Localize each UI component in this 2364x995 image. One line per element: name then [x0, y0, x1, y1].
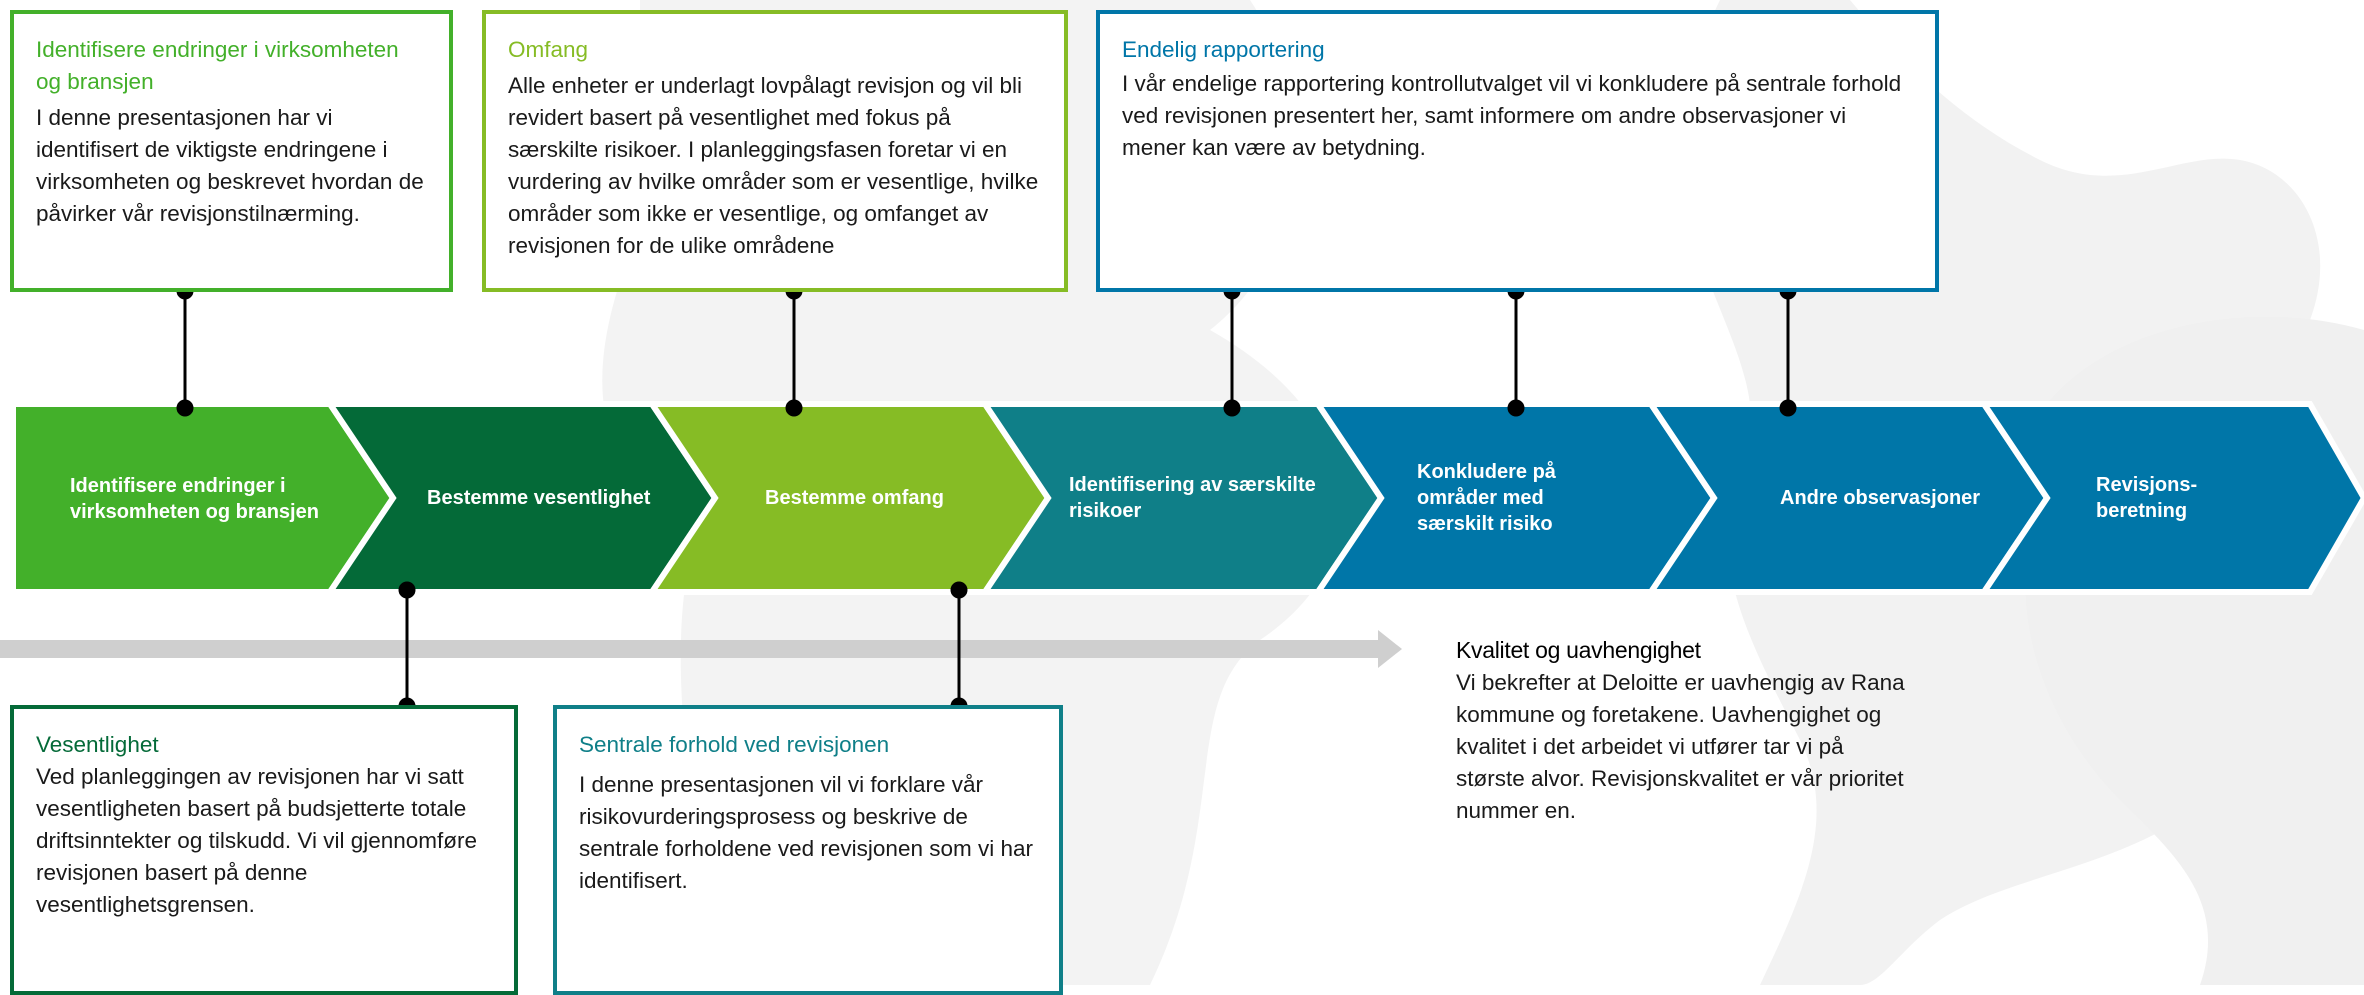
box-body: I denne presentasjonen har vi identifise…	[36, 105, 424, 226]
quality-body: Vi bekrefter at Deloitte er uavhengig av…	[1456, 670, 1905, 823]
box-body: I denne presentasjonen vil vi forklare v…	[579, 772, 1033, 893]
box-title: Vesentlighet	[36, 732, 159, 757]
box-materiality: Vesentlighet Ved planleggingen av revisj…	[10, 705, 518, 995]
step-label-6: Andre observasjoner	[1780, 487, 1981, 509]
box-body: I vår endelige rapportering kontrollutva…	[1122, 71, 1902, 160]
box-title: Endelig rapportering	[1122, 37, 1325, 62]
box-title: Omfang	[508, 37, 589, 62]
chevron-step-7	[1978, 401, 2364, 595]
quality-title: Kvalitet og uavhengighet	[1456, 637, 1701, 663]
quality-section: Kvalitet og uavhengighet Vi bekrefter at…	[1456, 633, 1916, 827]
step-label-7: Revisjons-beretning	[2096, 474, 2198, 522]
step-label-1: Identifisere endringer i virksomheten og…	[70, 475, 319, 523]
box-body: Alle enheter er underlagt lovpålagt revi…	[508, 73, 1039, 258]
step-label-2: Bestemme vesentlighet	[427, 487, 651, 509]
box-final-reporting: Endelig rapportering I vår endelige rapp…	[1096, 10, 1939, 292]
box-title: Identifisere endringer i virksomheten og…	[36, 37, 399, 94]
step-label-3: Bestemme omfang	[765, 487, 944, 509]
box-key-matters: Sentrale forhold ved revisjonen I denne …	[553, 705, 1063, 995]
box-body: Ved planleggingen av revisjonen har vi s…	[36, 764, 478, 917]
step-label-4: Identifisering av særskilte risikoer	[1069, 474, 1316, 522]
box-changes: Identifisere endringer i virksomheten og…	[10, 10, 453, 292]
step-label-5: Konkludere på områder med særskilt risik…	[1417, 461, 1556, 535]
box-scope: Omfang Alle enheter er underlagt lovpåla…	[482, 10, 1068, 292]
box-title: Sentrale forhold ved revisjonen	[579, 732, 890, 757]
